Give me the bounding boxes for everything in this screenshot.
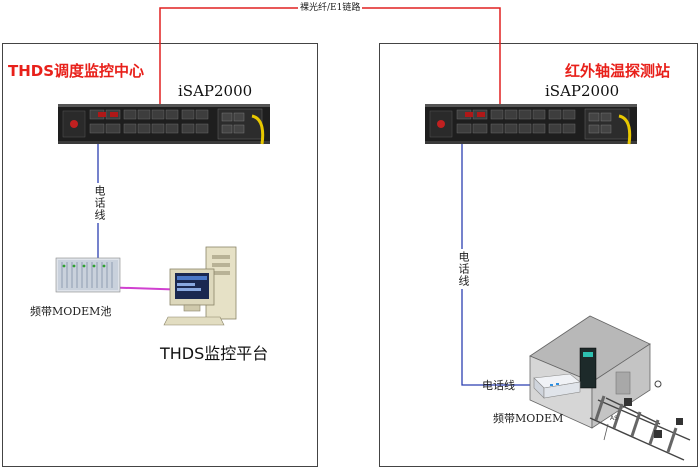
monitoring-platform-label: THDS监控平台 (160, 344, 269, 363)
modem-pool-label: 频带MODEM池 (30, 305, 112, 318)
rail-sleepers (594, 395, 678, 453)
phone-line-label-left: 电话线 (91, 183, 107, 223)
detection-station-title: 红外轴温探测站 (565, 62, 671, 80)
phone-line-right (461, 144, 530, 386)
detection-station-house (529, 315, 651, 429)
device-name-left: iSAP2000 (178, 82, 253, 100)
sensor-marker (654, 380, 662, 388)
modem-pool-device (55, 257, 121, 293)
modem-label: 频带MODEM (493, 412, 564, 425)
isap2000-device-right (425, 104, 637, 145)
dispatch-center-title: THDS调度监控中心 (8, 62, 145, 80)
isap2000-device-left (58, 104, 270, 145)
phone-line-label-right: 电话线 (482, 379, 515, 392)
phone-line-label-right-vertical: 电话线 (455, 249, 471, 289)
sensor-tag: AS (610, 415, 618, 422)
device-name-right: iSAP2000 (545, 82, 620, 100)
monitoring-pc (163, 246, 237, 326)
fiber-link-label: 裸光纤/E1链路 (298, 0, 363, 13)
axle-sensors (624, 398, 683, 438)
